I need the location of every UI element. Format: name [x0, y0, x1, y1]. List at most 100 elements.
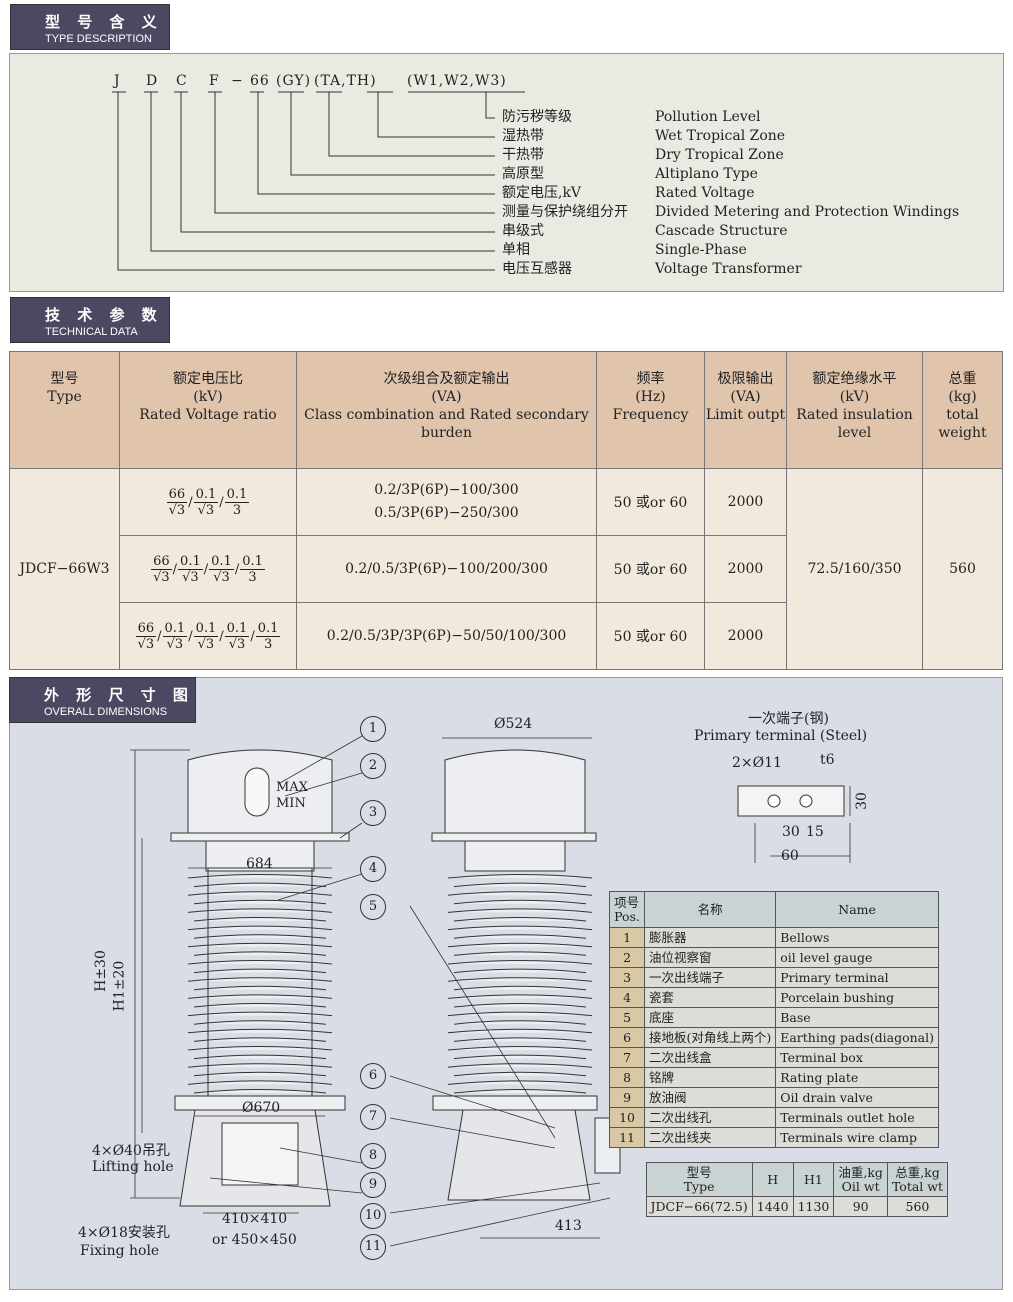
column-header: 额定电压比(kV)Rated Voltage ratio	[119, 351, 297, 469]
porcelain-shed	[187, 977, 333, 982]
porcelain-shed	[453, 951, 587, 956]
dim-header-en: H	[767, 1171, 779, 1187]
part-pos: 6	[609, 1027, 645, 1048]
fixing-hole-cn: 4×Ø18安装孔	[78, 1225, 170, 1241]
frequency-cell: 50 或or 60	[596, 535, 705, 603]
fraction: 0.1√3	[193, 486, 219, 518]
dim-684: 684	[246, 856, 273, 872]
dim-value: JDCF−66(72.5)	[645, 1196, 753, 1217]
fraction: 0.1√3	[224, 621, 250, 652]
header-en: Type	[47, 389, 82, 405]
denominator: 3	[248, 569, 257, 585]
fraction-slash: /	[188, 628, 193, 644]
dim-header-en: Total wt	[891, 1178, 943, 1194]
lifting-hole-cn: 4×Ø40吊孔	[92, 1143, 170, 1159]
name-en-header: Name	[775, 891, 939, 928]
callout-number: 4	[360, 856, 386, 882]
porcelain-shed	[193, 917, 327, 922]
numerator: 0.1	[193, 486, 219, 503]
fraction: 66√3	[151, 554, 172, 585]
title-en: TECHNICAL DATA	[45, 326, 138, 338]
header-unit: (kV)	[193, 389, 223, 405]
dim-t6: t6	[820, 752, 835, 768]
part-name-en: Oil drain valve	[775, 1087, 939, 1108]
meaning-cn: 湿热带	[502, 128, 544, 144]
porcelain-shed	[447, 1046, 593, 1051]
part-pos: 4	[609, 987, 645, 1008]
numerator: 0.1	[162, 620, 188, 637]
callout-number: 3	[360, 800, 386, 826]
meaning-cn: 干热带	[502, 147, 544, 163]
porcelain-shed	[187, 925, 333, 931]
porcelain-shed	[193, 1054, 327, 1060]
section-title-technical-data: 技 术 参 数 TECHNICAL DATA	[10, 297, 170, 343]
callout-number: 1	[360, 716, 386, 742]
porcelain-shed	[193, 1003, 327, 1008]
header-cn: 型号	[50, 371, 79, 387]
frequency-cell: 50 或or 60	[596, 468, 705, 536]
header-unit: (kV)	[839, 389, 870, 405]
dim-value: 90	[833, 1196, 888, 1217]
porcelain-shed	[193, 968, 327, 974]
denominator: √3	[137, 636, 155, 652]
fraction: 0.1√3	[209, 554, 234, 585]
porcelain-shed	[447, 874, 593, 879]
callout-number: 7	[360, 1104, 386, 1130]
dim-holes: 2×Ø11	[732, 755, 782, 771]
callout-number: 11	[360, 1234, 386, 1260]
header-en: Limit outpt	[705, 407, 786, 423]
porcelain-shed	[447, 942, 593, 948]
frequency-cell: 50 或or 60	[596, 602, 705, 670]
fraction: 66√3	[166, 487, 188, 518]
callout-number: 10	[360, 1203, 386, 1229]
numerator: 66	[151, 553, 172, 570]
part-pos: 2	[609, 947, 645, 968]
porcelain-shed	[187, 994, 333, 999]
insulation-cell: 72.5/160/350	[786, 468, 923, 670]
part-pos: 1	[609, 927, 645, 948]
code-dash: −	[231, 73, 244, 89]
fraction: 0.1√3	[178, 554, 203, 585]
part-name-cn: 铭牌	[643, 1067, 777, 1088]
part-name-en: Terminals wire clamp	[775, 1127, 939, 1148]
name-cn-header: 名称	[643, 891, 777, 928]
weight-cell: 560	[922, 468, 1003, 670]
code-ta-th: (TA,TH)	[314, 73, 377, 89]
part-name-cn: 二次出线孔	[643, 1107, 777, 1128]
title-cn: 技 术 参 数	[45, 306, 163, 324]
pos-header-en: Pos.	[614, 908, 640, 924]
part-name-cn: 瓷套	[643, 987, 777, 1008]
code-gy: (GY)	[276, 73, 312, 89]
meaning-en: Dry Tropical Zone	[655, 147, 784, 163]
porcelain-shed	[447, 925, 593, 931]
header-en: Frequency	[612, 407, 689, 423]
porcelain-shed	[193, 1020, 327, 1025]
part-name-en: Terminals outlet hole	[775, 1107, 939, 1128]
porcelain-shed	[447, 977, 593, 982]
part-pos: 9	[609, 1087, 645, 1108]
porcelain-shed	[447, 1028, 593, 1034]
leader-lines	[112, 91, 525, 271]
porcelain-shed	[447, 1063, 593, 1068]
porcelain-shed	[187, 1046, 333, 1051]
column-header: 频率(Hz)Frequency	[596, 351, 705, 469]
porcelain-shed	[193, 985, 327, 991]
header-unit: (kg)	[948, 389, 977, 405]
dim-base-450: or 450×450	[212, 1232, 297, 1248]
burden-text: 0.5/3P(6P)−250/300	[374, 505, 519, 521]
dim-670: Ø670	[242, 1100, 281, 1116]
denominator: √3	[153, 569, 170, 585]
dim-header-cn: 油重,kg	[838, 1164, 883, 1180]
meaning-cn: 单相	[502, 242, 530, 258]
